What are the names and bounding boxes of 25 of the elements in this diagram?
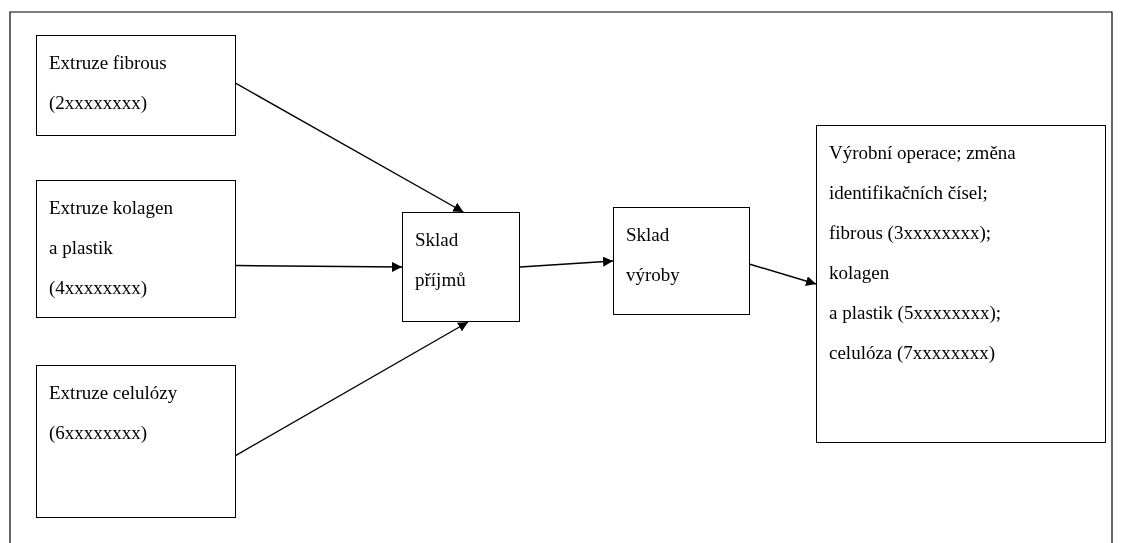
arrow [519,256,614,268]
box-text: Sklad výroby [626,223,681,287]
process-box [816,125,1106,443]
box-text: Extruze celulózy [49,381,178,405]
box-text: celulóza (7xxxxxxxx) [829,341,996,365]
box-text: a plastik (5xxxxxxxx); [829,301,1002,325]
box-text: Výrobní operace; změna identifikačních čísel; [829,141,1017,205]
process-box [36,365,236,518]
process-box [36,180,236,318]
box-text: kolagen [829,261,890,285]
arrow [749,263,817,286]
box-text: Extruze fibrous [49,51,167,75]
box-text: Extruze kolagen [49,196,173,220]
process-box [36,35,236,136]
box-text: (2xxxxxxxx) [49,91,148,115]
box-text: (6xxxxxxxx) [49,421,148,445]
process-box [402,212,520,322]
box-text: (4xxxxxxxx) [49,276,148,300]
box-text: a plastik [49,236,113,260]
arrow [235,82,465,213]
process-box [613,207,750,315]
box-text: Sklad příjmů [415,228,467,292]
arrow [235,261,403,272]
arrow [235,321,469,456]
box-text: fibrous (3xxxxxxxx); [829,221,991,245]
